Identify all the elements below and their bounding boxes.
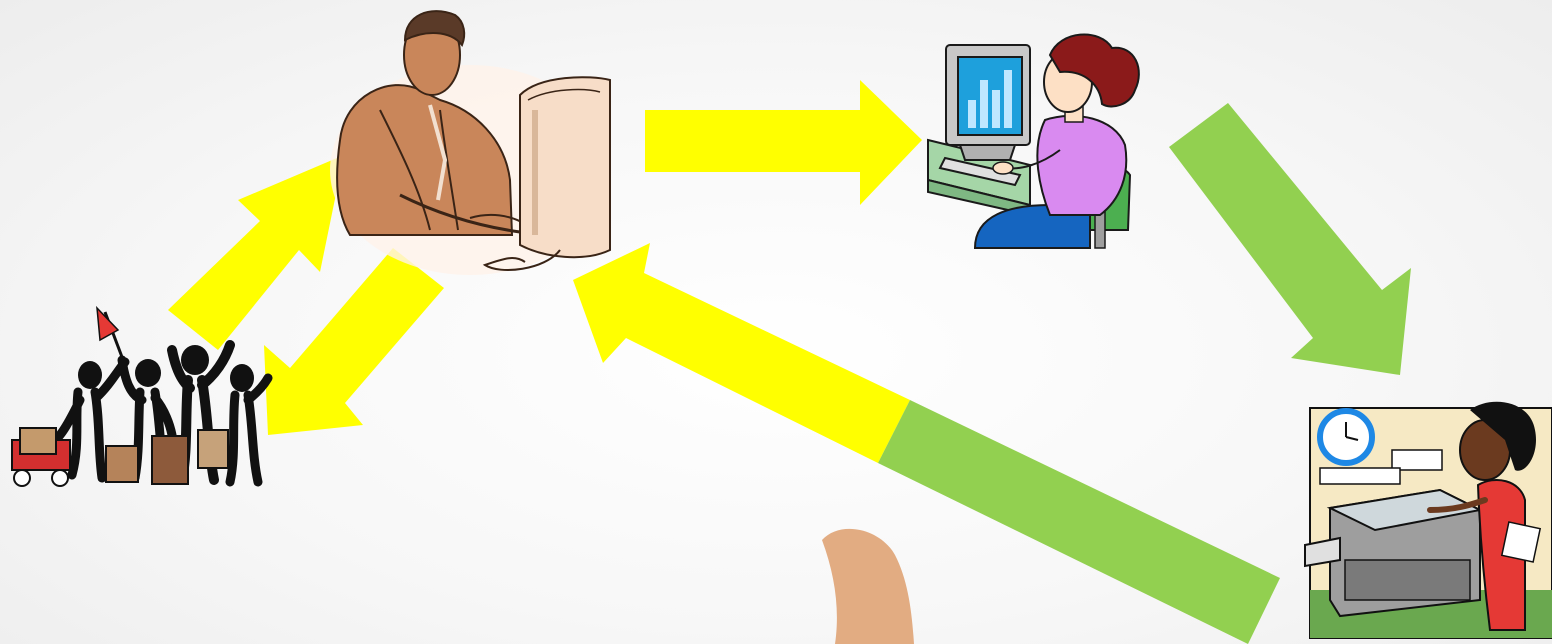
arrow-workers-to-manager xyxy=(168,155,344,350)
arrow-clerk-to-copier xyxy=(1169,103,1411,375)
woman-computer-icon xyxy=(927,33,1140,249)
people-with-luggage-icon xyxy=(11,305,273,487)
businessman-computer-icon xyxy=(330,10,611,275)
arrow-manager-to-workers xyxy=(264,248,444,435)
woman-copier-icon xyxy=(1304,401,1552,639)
hand-shape xyxy=(822,528,914,644)
arrow-copier-to-manager-tail xyxy=(878,400,1280,644)
arrow-manager-to-clerk xyxy=(645,80,922,205)
arrow-copier-to-manager-head xyxy=(573,243,910,463)
